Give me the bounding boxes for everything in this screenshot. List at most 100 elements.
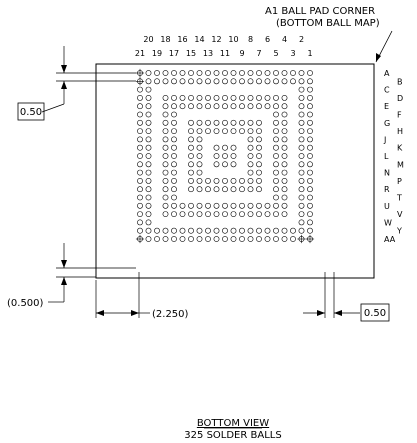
solder-ball: [162, 153, 169, 159]
solder-ball: [230, 128, 237, 134]
solder-ball: [273, 95, 279, 101]
solder-ball: [145, 111, 152, 118]
solder-ball: [247, 136, 254, 143]
solder-ball: [213, 144, 220, 151]
solder-ball: [281, 227, 288, 234]
solder-ball: [179, 236, 186, 242]
solder-ball: [307, 95, 313, 101]
solder-ball: [247, 169, 254, 176]
solder-ball: [264, 227, 271, 234]
solder-ball: [213, 161, 220, 168]
solder-ball: [145, 128, 152, 134]
solder-ball: [239, 177, 245, 184]
solder-ball: [196, 95, 203, 101]
column-label: 4: [282, 35, 287, 44]
solder-ball: [230, 78, 237, 85]
solder-ball: [273, 194, 279, 201]
solder-ball: [256, 128, 262, 134]
row-label: G: [384, 119, 390, 128]
solder-ball: [137, 144, 143, 151]
solder-ball: [298, 153, 305, 159]
solder-ball: [213, 119, 220, 126]
solder-ball: [171, 202, 177, 209]
solder-ball: [213, 211, 220, 217]
solder-ball: [273, 227, 279, 234]
solder-ball: [298, 219, 305, 226]
solder-ball: [145, 144, 152, 151]
solder-ball: [171, 111, 177, 118]
solder-ball: [137, 169, 143, 176]
solder-ball: [230, 70, 237, 76]
solder-ball: [196, 103, 203, 110]
solder-ball: [213, 227, 220, 234]
solder-ball: [307, 111, 313, 118]
solder-ball: [247, 95, 254, 101]
solder-ball: [307, 128, 313, 134]
solder-ball: [239, 202, 245, 209]
solder-ball: [256, 227, 262, 234]
solder-ball: [145, 103, 152, 110]
solder-ball: [162, 70, 169, 76]
solder-ball: [145, 202, 152, 209]
solder-ball: [307, 194, 313, 201]
solder-ball: [145, 153, 152, 159]
pitch-right-value: 0.50: [364, 308, 386, 319]
solder-ball: [137, 153, 143, 159]
solder-ball: [188, 227, 194, 234]
solder-ball: [281, 211, 288, 217]
solder-ball: [281, 194, 288, 201]
solder-ball: [222, 177, 228, 184]
solder-ball: [256, 136, 262, 143]
solder-ball: [307, 86, 313, 93]
solder-ball: [188, 211, 194, 217]
solder-ball: [290, 227, 296, 234]
solder-ball: [171, 194, 177, 201]
solder-ball: [137, 194, 143, 201]
solder-ball: [264, 70, 271, 76]
solder-ball: [281, 144, 288, 151]
solder-ball: [256, 144, 262, 151]
solder-ball: [145, 119, 152, 126]
solder-ball: [273, 202, 279, 209]
solder-ball: [222, 95, 228, 101]
solder-ball: [196, 78, 203, 85]
solder-ball: [171, 177, 177, 184]
solder-ball: [247, 211, 254, 217]
row-label: AA: [384, 235, 396, 244]
solder-ball: [145, 177, 152, 184]
solder-ball: [281, 186, 288, 193]
solder-ball: [273, 169, 279, 176]
solder-ball: [145, 78, 152, 85]
solder-ball: [171, 95, 177, 101]
solder-ball: [222, 153, 228, 159]
solder-ball: [298, 103, 305, 110]
solder-ball: [281, 119, 288, 126]
solder-ball: [196, 169, 203, 176]
solder-ball: [162, 169, 169, 176]
solder-ball: [298, 95, 305, 101]
solder-ball: [230, 202, 237, 209]
solder-ball: [230, 153, 237, 159]
solder-ball: [273, 128, 279, 134]
view-subtitle: 325 SOLDER BALLS: [184, 430, 281, 441]
solder-ball: [247, 128, 254, 134]
solder-ball: [281, 169, 288, 176]
package-outline: [95, 63, 375, 279]
solder-ball: [196, 202, 203, 209]
solder-ball: [290, 78, 296, 85]
solder-ball: [145, 186, 152, 193]
column-label: 21: [135, 49, 145, 58]
column-label: 2: [299, 35, 304, 44]
row-label: N: [384, 169, 390, 178]
solder-ball: [162, 136, 169, 143]
row-label: P: [397, 177, 402, 186]
solder-ball: [247, 202, 254, 209]
solder-ball: [205, 95, 211, 101]
solder-ball: [171, 153, 177, 159]
solder-ball: [298, 119, 305, 126]
solder-ball: [179, 227, 186, 234]
solder-ball: [137, 136, 143, 143]
solder-ball: [298, 177, 305, 184]
solder-ball: [307, 78, 313, 85]
solder-ball: [196, 236, 203, 242]
